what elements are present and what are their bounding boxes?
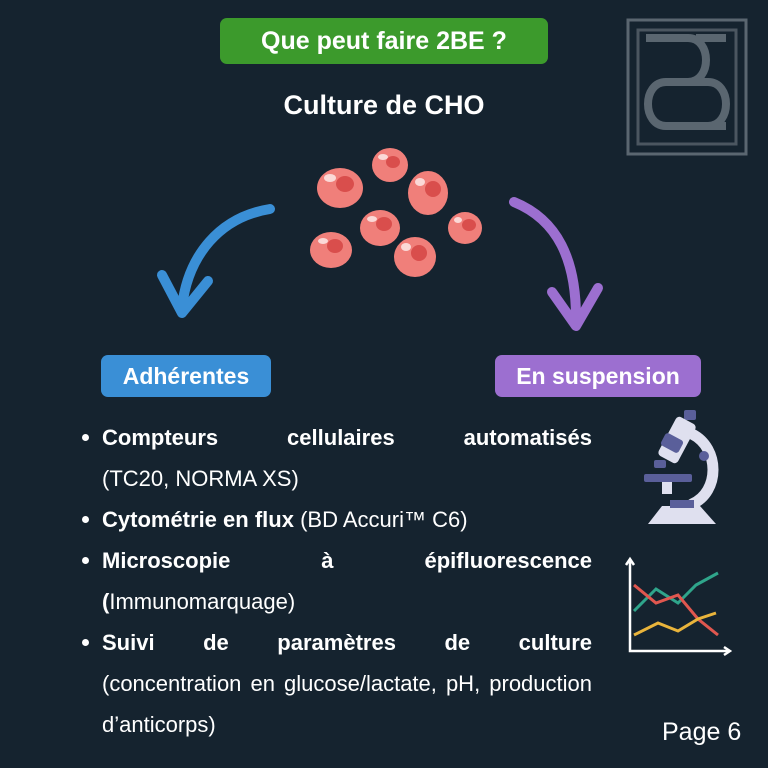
bullet-detail: (BD Accuri™ C6) [300,507,468,532]
suspension-badge: En suspension [495,355,701,397]
logo-icon [626,18,748,156]
bullet-title: Suivi de paramètres de culture [102,630,592,655]
page-number: Page 6 [662,718,742,746]
cho-cells-icon [310,148,482,277]
arrow-left-icon [157,204,275,318]
bullet-title: Microscopie à épifluorescence [102,548,592,573]
bullet-title: Cytométrie en flux [102,507,294,532]
list-item: Suivi de paramètres de culture (concentr… [78,622,592,745]
bullet-detail: Immunomarquage) [109,589,296,614]
list-item: Cytométrie en flux (BD Accuri™ C6) [78,499,592,540]
subtitle: Culture de CHO [283,90,485,120]
line-chart-icon [624,556,732,657]
list-item: Microscopie à épifluorescence (Immunomar… [78,540,592,622]
title-badge: Que peut faire 2BE ? [220,18,548,64]
microscope-icon [644,410,719,524]
bullet-title: Compteurs cellulaires automatisés [102,425,592,450]
capabilities-list: Compteurs cellulaires automatisés (TC20,… [78,417,592,745]
bullet-paren: ( [102,589,110,614]
arrow-right-icon [509,197,603,331]
bullet-detail: (concentration en glucose/lactate, pH, p… [102,671,592,737]
adherent-badge: Adhérentes [101,355,271,397]
list-item: Compteurs cellulaires automatisés (TC20,… [78,417,592,499]
bullet-detail: (TC20, NORMA XS) [102,466,299,491]
